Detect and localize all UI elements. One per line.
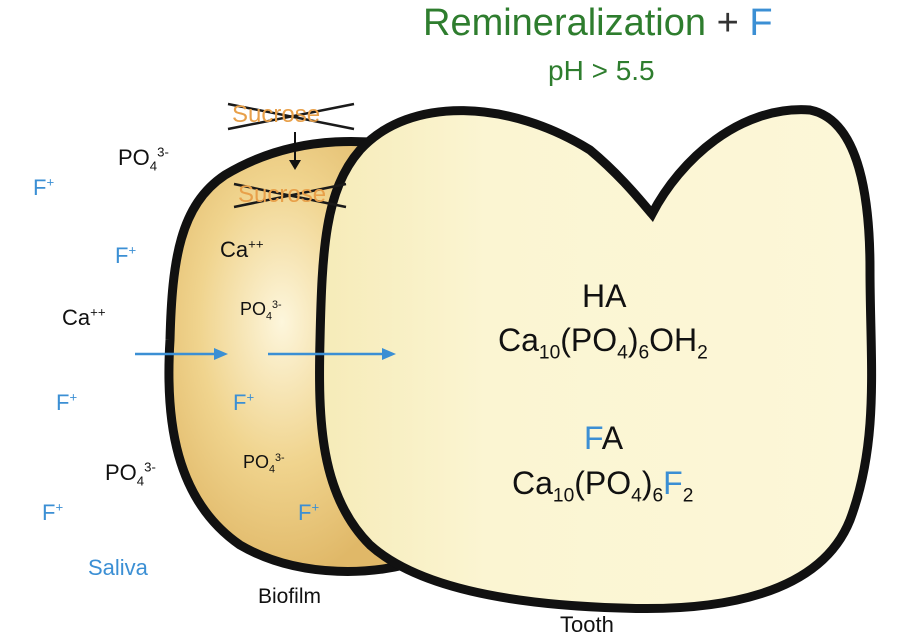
phosphate-ion-biofilm-bottom: PO43- [243, 452, 285, 476]
hydroxyapatite-formula: Ca10(PO4)6OH2 [498, 322, 708, 364]
fluoride-ion-saliva-1: F+ [33, 174, 55, 200]
phosphate-ion-saliva-bottom: PO43- [105, 459, 156, 489]
calcium-ion-saliva: Ca++ [62, 304, 106, 330]
tooth-shape [315, 105, 877, 613]
fluorapatite-label: FA [584, 420, 624, 456]
biofilm-label: Biofilm [258, 585, 322, 608]
tooth-label: Tooth [560, 612, 614, 637]
sucrose-down-arrow [289, 132, 301, 170]
calcium-ion-biofilm: Ca++ [220, 236, 264, 262]
fluoride-ion-saliva-4: F+ [42, 499, 64, 525]
fluoride-ion-biofilm-1: F+ [233, 389, 255, 415]
sucrose-biofilm-cross [233, 182, 347, 209]
fluoride-ion-biofilm-2: F+ [298, 499, 320, 525]
phosphate-ion-saliva-top: PO43- [118, 144, 169, 174]
sucrose-top-cross [227, 102, 355, 131]
saliva-to-biofilm-arrow [135, 348, 228, 360]
sucrose-crossed-biofilm: Sucrose [238, 181, 327, 208]
diagram-title: Remineralization + F [423, 2, 773, 44]
ph-condition: pH > 5.5 [548, 55, 655, 86]
phosphate-ion-biofilm-top: PO43- [240, 299, 282, 323]
fluoride-ion-saliva-3: F+ [56, 389, 78, 415]
fluoride-ion-saliva-2: F+ [115, 242, 137, 268]
saliva-label: Saliva [88, 555, 148, 580]
fluorapatite-formula: Ca10(PO4)6F2 [512, 465, 694, 507]
hydroxyapatite-label: HA [582, 278, 627, 314]
sucrose-crossed-top: Sucrose [232, 101, 321, 128]
biofilm-to-tooth-arrow [268, 348, 396, 360]
